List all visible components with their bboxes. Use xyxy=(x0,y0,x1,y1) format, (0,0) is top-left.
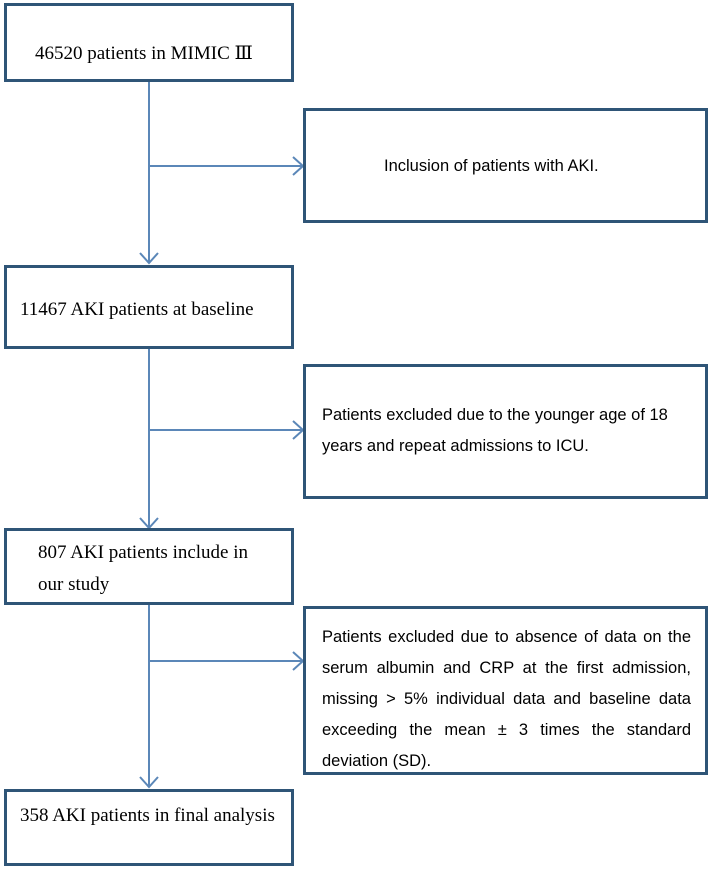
step-1-text: 46520 patients in MIMIC Ⅲ xyxy=(35,43,253,64)
arrowhead-down-step2 xyxy=(139,252,159,265)
note-2-text: Patients excluded due to the younger age… xyxy=(322,406,668,455)
step-box-4: 358 AKI patients in final analysis xyxy=(4,789,294,866)
step-box-3: 807 AKI patients include in our study xyxy=(4,528,294,605)
note-box-2: Patients excluded due to the younger age… xyxy=(303,364,708,499)
step-4-text: 358 AKI patients in final analysis xyxy=(20,805,275,826)
step-3-text: 807 AKI patients include in our study xyxy=(38,542,249,595)
note-box-1: Inclusion of patients with AKI. xyxy=(303,108,708,223)
note-1-text: Inclusion of patients with AKI. xyxy=(384,157,599,175)
note-3-text: Patients excluded due to absence of data… xyxy=(322,628,691,770)
step-box-1: 46520 patients in MIMIC Ⅲ xyxy=(4,3,294,82)
arrowhead-down-step4 xyxy=(139,776,159,789)
step-box-2: 11467 AKI patients at baseline xyxy=(4,265,294,349)
note-box-3: Patients excluded due to absence of data… xyxy=(303,606,708,775)
step-2-text: 11467 AKI patients at baseline xyxy=(20,299,254,320)
